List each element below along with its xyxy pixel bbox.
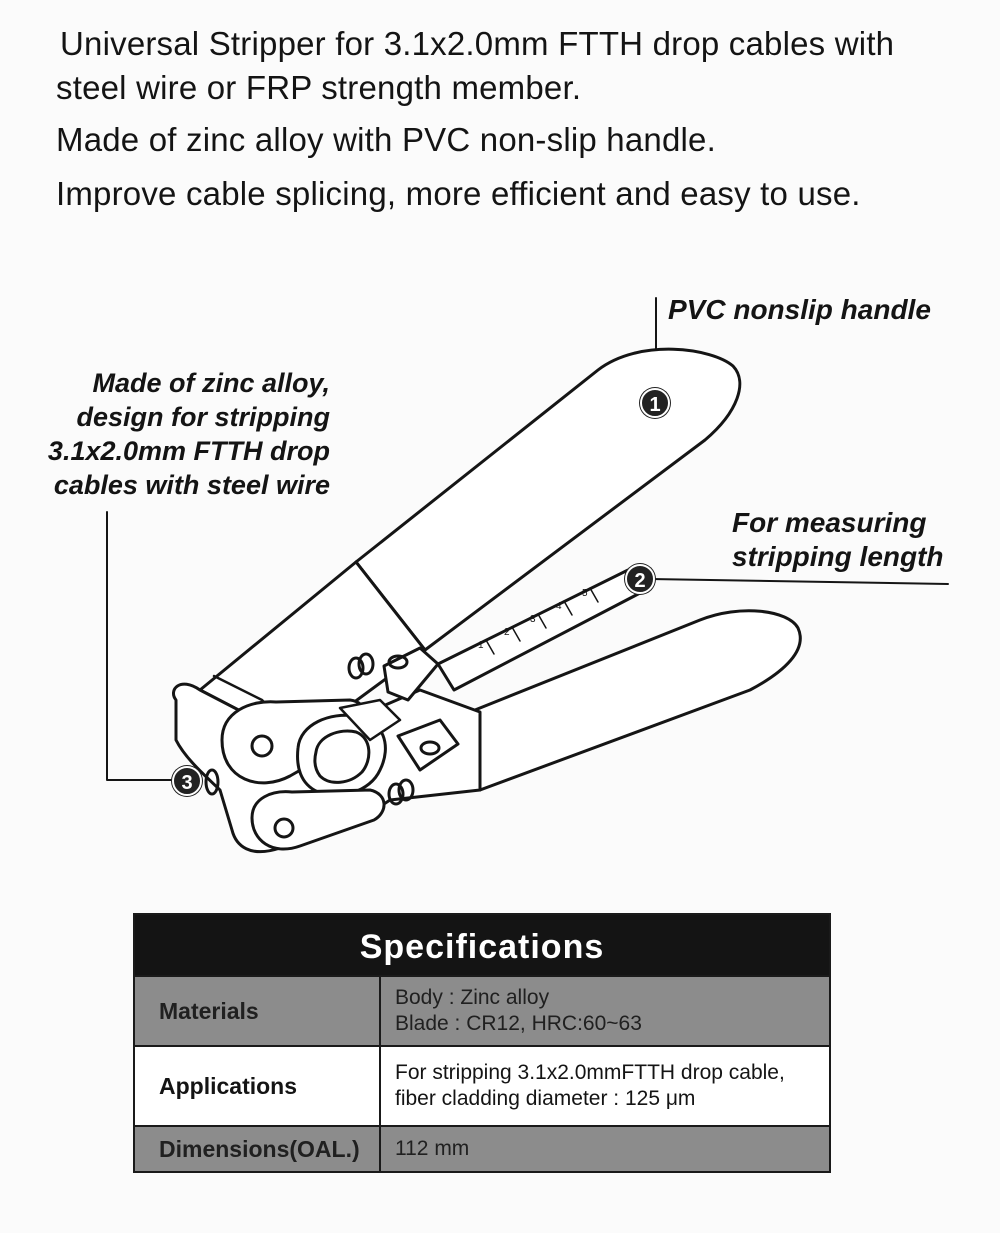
intro-line-1: Universal Stripper for 3.1x2.0mm FTTH dr… — [60, 25, 895, 62]
ruler-mark-1: 1 — [478, 640, 484, 651]
callout-measure: For measuring stripping length — [732, 506, 944, 574]
callout-handle: PVC nonslip handle — [668, 294, 931, 326]
spec-key-materials: Materials — [135, 977, 381, 1045]
ruler-mark-5: 5 — [582, 588, 588, 599]
spec-value-line: Blade : CR12, HRC:60~63 — [395, 1012, 642, 1035]
table-row: Applications For stripping 3.1x2.0mmFTTH… — [135, 1045, 829, 1125]
intro-line-2: steel wire or FRP strength member. — [56, 69, 582, 106]
leader-line-3 — [106, 511, 173, 781]
spec-value-line: For stripping 3.1x2.0mmFTTH drop cable, — [395, 1061, 785, 1084]
intro-line-3: Made of zinc alloy with PVC non-slip han… — [56, 121, 716, 158]
table-row: Dimensions(OAL.) 112 mm — [135, 1125, 829, 1171]
callout-measure-line-2: stripping length — [732, 541, 944, 572]
spec-value-line: fiber cladding diameter : 125 μm — [395, 1087, 696, 1110]
spec-value-dimensions: 112 mm — [381, 1127, 829, 1171]
callout-number-3: 3 — [172, 766, 202, 796]
ruler-mark-4: 4 — [556, 601, 562, 612]
intro-text: Universal Stripper for 3.1x2.0mm FTTH dr… — [56, 22, 976, 216]
callout-handle-text: PVC nonslip handle — [668, 294, 931, 325]
spec-value-line: Body : Zinc alloy — [395, 986, 550, 1009]
specifications-table: Specifications Materials Body : Zinc all… — [133, 913, 831, 1173]
leader-line-2 — [649, 578, 949, 585]
callout-body-line-4: cables with steel wire — [53, 470, 330, 500]
spec-value-line: 112 mm — [395, 1137, 470, 1160]
spec-key-dimensions: Dimensions(OAL.) — [135, 1127, 381, 1171]
lower-handle-shape — [468, 609, 802, 792]
ruler-mark-2: 2 — [504, 627, 510, 638]
callout-body: Made of zinc alloy, design for stripping… — [44, 366, 330, 502]
callout-body-line-2: design for stripping — [76, 402, 331, 432]
spec-key-applications: Applications — [135, 1047, 381, 1125]
callout-number-1: 1 — [640, 388, 670, 418]
spec-value-applications: For stripping 3.1x2.0mmFTTH drop cable, … — [381, 1047, 829, 1125]
intro-line-4: Improve cable splicing, more efficient a… — [56, 175, 861, 212]
callout-measure-line-1: For measuring — [732, 507, 927, 538]
spec-value-materials: Body : Zinc alloy Blade : CR12, HRC:60~6… — [381, 977, 829, 1045]
table-row: Materials Body : Zinc alloy Blade : CR12… — [135, 975, 829, 1045]
callout-body-line-1: Made of zinc alloy, — [92, 368, 330, 398]
specifications-title: Specifications — [135, 915, 829, 975]
callout-number-2: 2 — [625, 564, 655, 594]
upper-handle-shape — [354, 347, 742, 652]
callout-body-line-3: 3.1x2.0mm FTTH drop — [47, 436, 330, 466]
ruler-mark-3: 3 — [530, 614, 536, 625]
stripper-illustration: 1 2 3 4 5 — [106, 297, 949, 854]
